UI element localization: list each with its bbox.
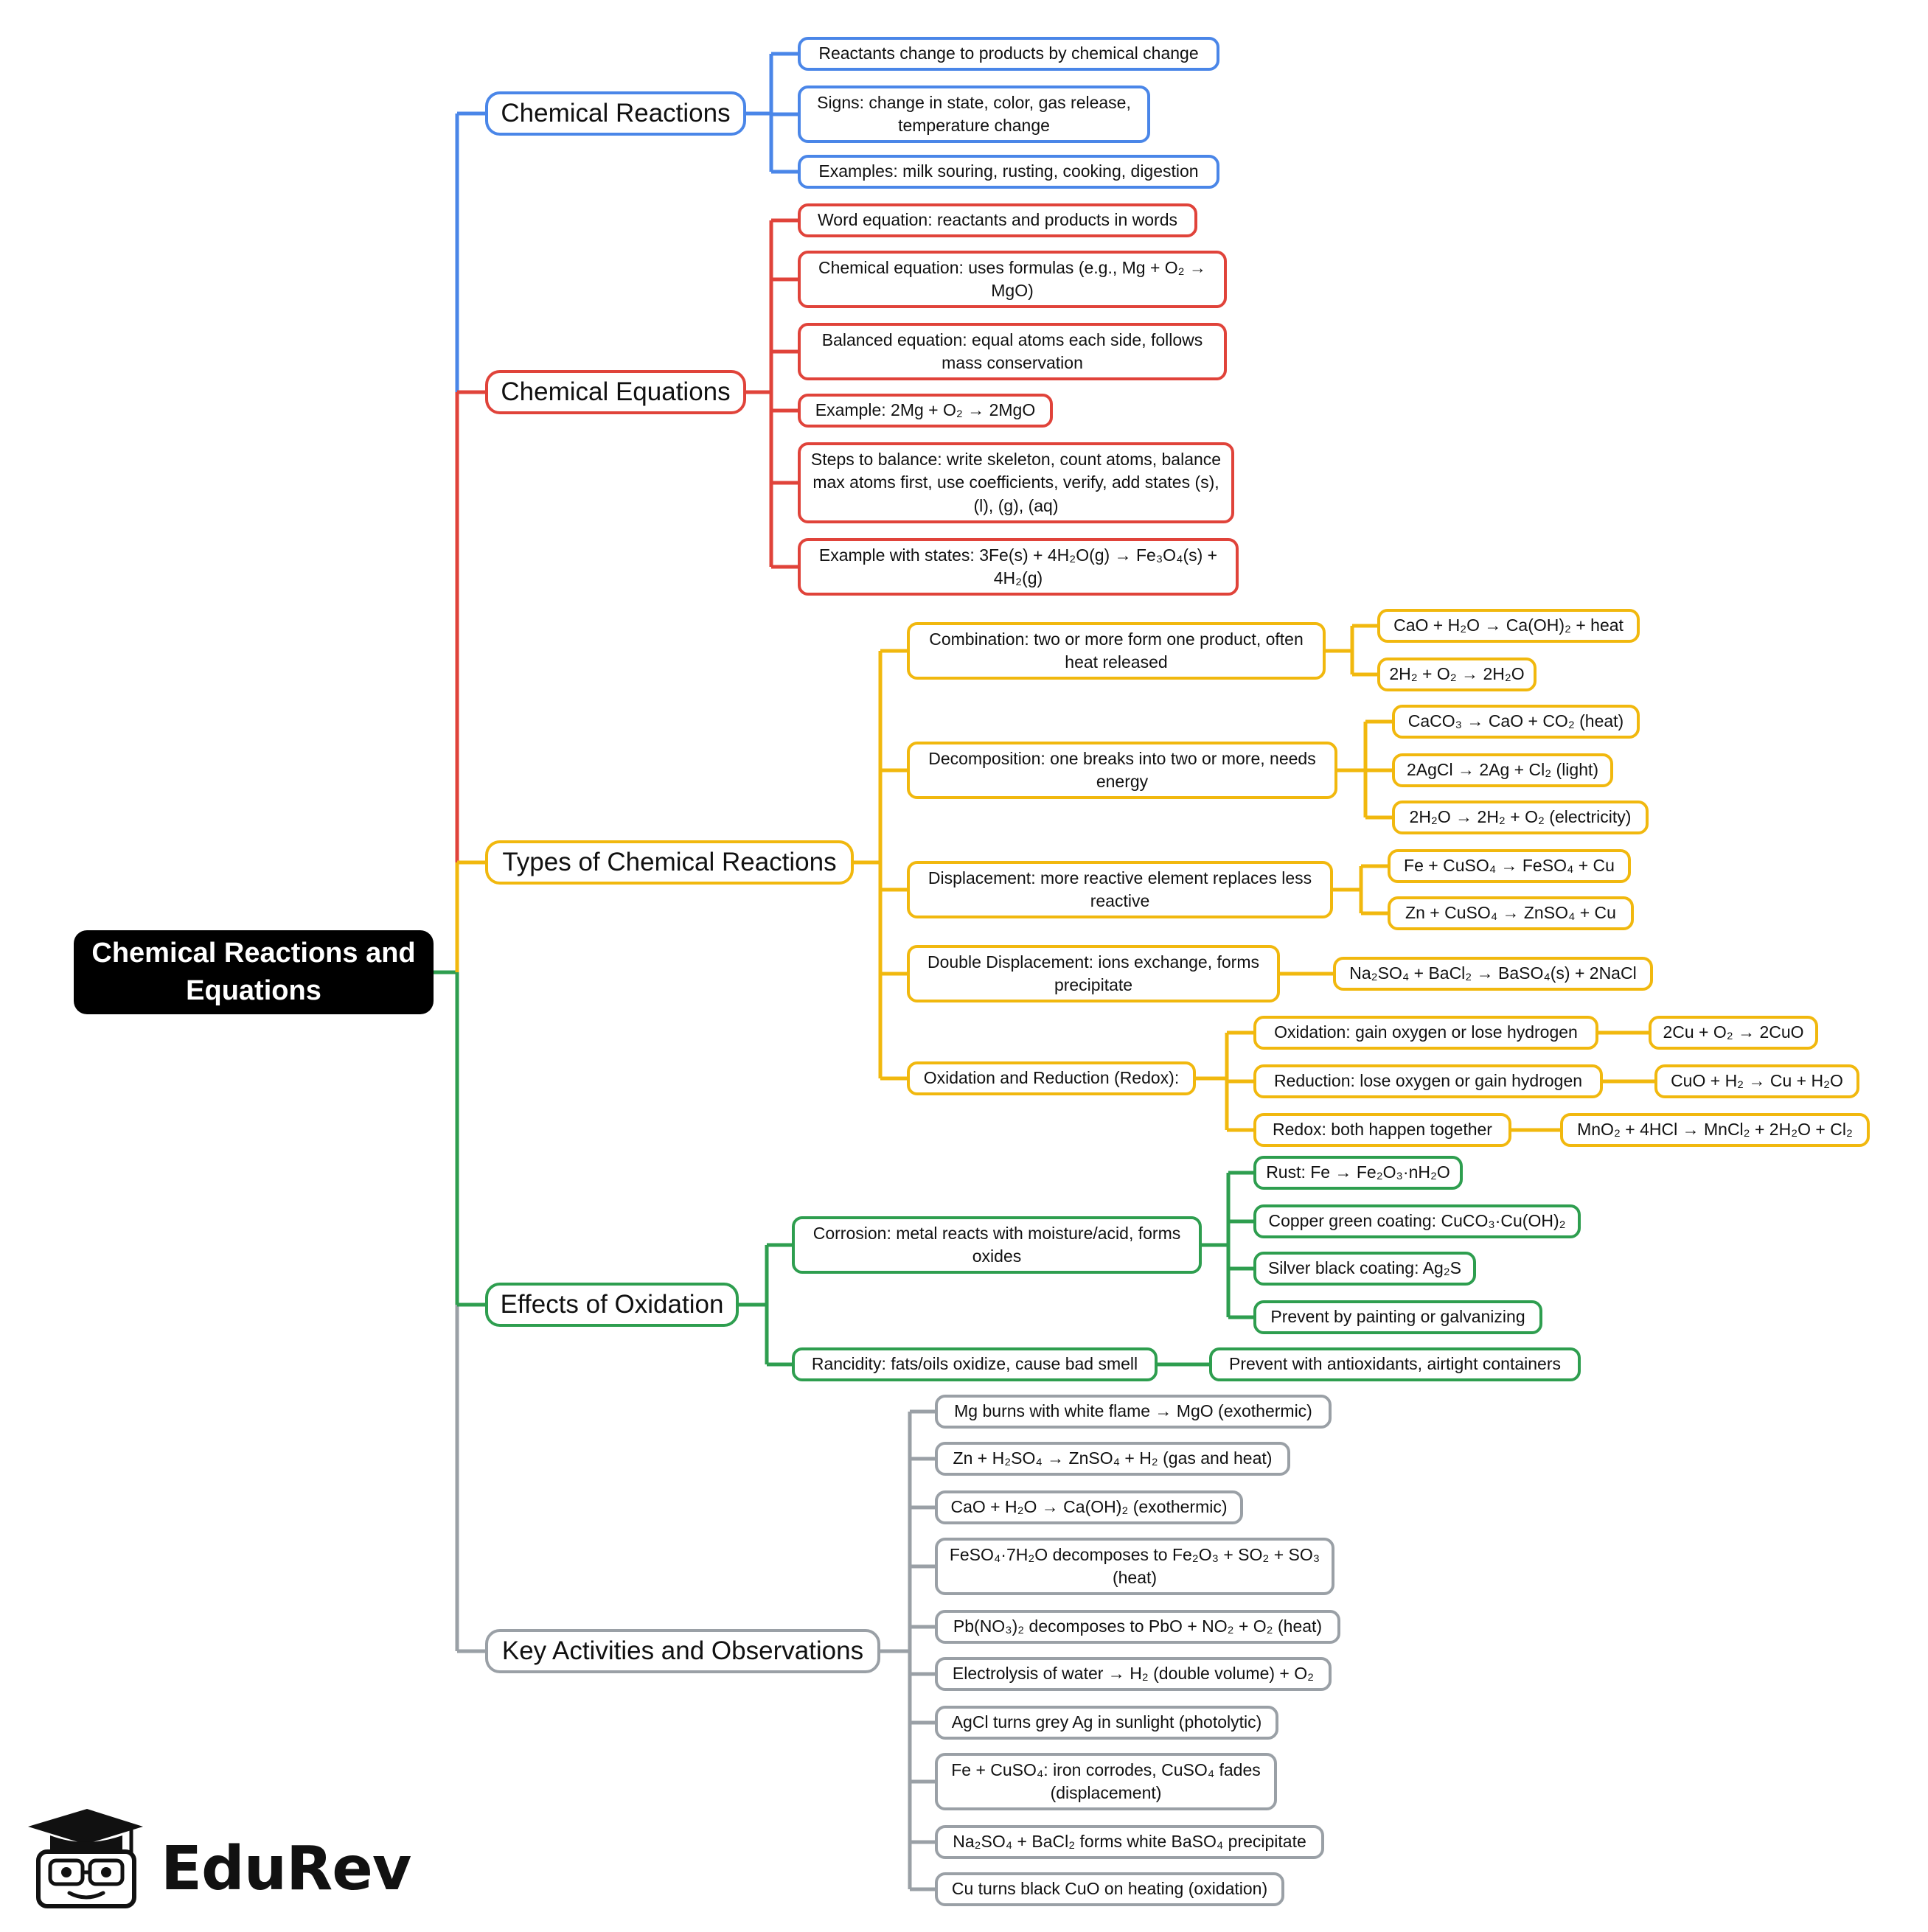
equations-item: Balanced equation: equal atoms each side… [798, 323, 1227, 380]
activity-item: AgCl turns grey Ag in sunlight (photolyt… [935, 1706, 1278, 1740]
branch-effects-of-oxidation: Effects of Oxidation [485, 1283, 739, 1327]
equations-item: Steps to balance: write skeleton, count … [798, 442, 1234, 523]
equations-item: Word equation: reactants and products in… [798, 203, 1197, 237]
reactions-item: Signs: change in state, color, gas relea… [798, 86, 1150, 143]
corrosion-item: Silver black coating: Ag₂S [1253, 1252, 1476, 1286]
activity-item: FeSO₄·7H₂O decomposes to Fe₂O₃ + SO₂ + S… [935, 1538, 1334, 1595]
branch-chemical-reactions: Chemical Reactions [485, 91, 746, 136]
decomposition-example: 2AgCl → 2Ag + Cl₂ (light) [1392, 753, 1613, 787]
activity-item: Zn + H₂SO₄ → ZnSO₄ + H₂ (gas and heat) [935, 1442, 1290, 1476]
equations-item: Example: 2Mg + O₂ → 2MgO [798, 394, 1053, 428]
reactions-item: Reactants change to products by chemical… [798, 37, 1219, 71]
redox-example: 2Cu + O₂ → 2CuO [1649, 1016, 1818, 1050]
branch-key-activities: Key Activities and Observations [485, 1629, 880, 1673]
type-redox: Oxidation and Reduction (Redox): [907, 1061, 1196, 1095]
activity-item: Mg burns with white flame → MgO (exother… [935, 1395, 1332, 1429]
root-node: Chemical Reactions and Equations [74, 930, 434, 1014]
graduation-cap-icon [28, 1809, 143, 1908]
redox-item: Redox: both happen together [1253, 1113, 1511, 1147]
decomposition-example: CaCO₃ → CaO + CO₂ (heat) [1392, 705, 1640, 739]
displacement-example: Fe + CuSO₄ → FeSO₄ + Cu [1388, 849, 1631, 883]
activity-item: Fe + CuSO₄: iron corrodes, CuSO₄ fades (… [935, 1753, 1277, 1810]
combination-example: 2H₂ + O₂ → 2H₂O [1377, 658, 1537, 691]
double-displacement-example: Na₂SO₄ + BaCl₂ → BaSO₄(s) + 2NaCl [1333, 957, 1653, 991]
equations-item: Example with states: 3Fe(s) + 4H₂O(g) → … [798, 538, 1239, 596]
displacement-example: Zn + CuSO₄ → ZnSO₄ + Cu [1388, 896, 1634, 930]
branch-types-of-reactions: Types of Chemical Reactions [485, 840, 854, 885]
redox-example: CuO + H₂ → Cu + H₂O [1654, 1064, 1859, 1098]
redox-example: MnO₂ + 4HCl → MnCl₂ + 2H₂O + Cl₂ [1560, 1113, 1870, 1147]
activity-item: Pb(NO₃)₂ decomposes to PbO + NO₂ + O₂ (h… [935, 1610, 1340, 1644]
corrosion-item: Rust: Fe → Fe₂O₃·nH₂O [1253, 1156, 1463, 1190]
oxidation-corrosion: Corrosion: metal reacts with moisture/ac… [792, 1216, 1202, 1274]
branch-chemical-equations: Chemical Equations [485, 370, 746, 414]
corrosion-item: Prevent by painting or galvanizing [1253, 1300, 1542, 1334]
activity-item: Electrolysis of water → H₂ (double volum… [935, 1657, 1332, 1691]
logo-text: EduRev [161, 1834, 411, 1904]
type-displacement: Displacement: more reactive element repl… [907, 861, 1333, 918]
activity-item: CaO + H₂O → Ca(OH)₂ (exothermic) [935, 1490, 1243, 1524]
edurev-logo: EduRev [21, 1806, 411, 1917]
corrosion-item: Copper green coating: CuCO₃·Cu(OH)₂ [1253, 1204, 1581, 1238]
combination-example: CaO + H₂O → Ca(OH)₂ + heat [1377, 609, 1640, 643]
rancidity-item: Prevent with antioxidants, airtight cont… [1209, 1347, 1581, 1381]
type-double-displacement: Double Displacement: ions exchange, form… [907, 945, 1280, 1002]
activity-item: Cu turns black CuO on heating (oxidation… [935, 1872, 1284, 1906]
redox-item: Oxidation: gain oxygen or lose hydrogen [1253, 1016, 1598, 1050]
redox-item: Reduction: lose oxygen or gain hydrogen [1253, 1064, 1603, 1098]
activity-item: Na₂SO₄ + BaCl₂ forms white BaSO₄ precipi… [935, 1825, 1324, 1859]
decomposition-example: 2H₂O → 2H₂ + O₂ (electricity) [1392, 801, 1649, 834]
type-decomposition: Decomposition: one breaks into two or mo… [907, 742, 1337, 799]
type-combination: Combination: two or more form one produc… [907, 622, 1326, 680]
equations-item: Chemical equation: uses formulas (e.g., … [798, 251, 1227, 308]
reactions-item: Examples: milk souring, rusting, cooking… [798, 155, 1219, 189]
oxidation-rancidity: Rancidity: fats/oils oxidize, cause bad … [792, 1347, 1158, 1381]
